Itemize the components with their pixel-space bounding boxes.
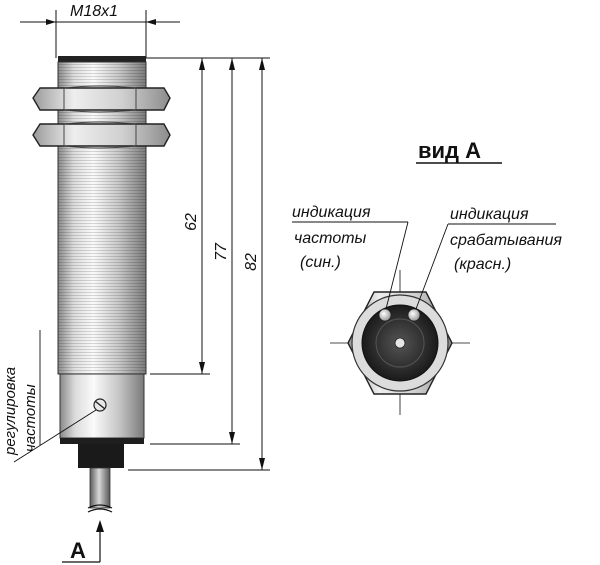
- thread-dimension: M18x1: [20, 3, 180, 58]
- length-dimensions: 62 77 82: [128, 57, 270, 471]
- freq-indication-callout: индикация частоты (син.): [292, 204, 409, 310]
- dim-82-label: 82: [243, 253, 260, 271]
- freq-label-line3: (син.): [300, 254, 341, 271]
- view-a-marker: А: [62, 520, 104, 563]
- nut-upper: [32, 85, 171, 113]
- trigger-label-line3: (красн.): [454, 256, 511, 273]
- trigger-led-icon: [407, 308, 421, 322]
- view-a-title-text: вид А: [418, 138, 481, 163]
- center-screw-icon: [394, 337, 406, 349]
- trigger-label-line2: срабатывания: [450, 232, 562, 249]
- end-band: [60, 438, 144, 444]
- adjust-label-line2: частоты: [22, 384, 39, 452]
- view-a-title: вид А: [416, 138, 502, 164]
- freq-label-line1: индикация: [292, 204, 371, 221]
- adjust-callout: регулировка частоты: [2, 330, 97, 463]
- view-a-marker-label: А: [70, 538, 86, 563]
- end-view: [330, 270, 470, 415]
- freq-led-icon: [378, 308, 392, 322]
- adjust-label-line1: регулировка: [2, 367, 19, 456]
- sensor-top-cap: [58, 56, 146, 62]
- thread-label: M18x1: [70, 3, 118, 20]
- thread-pattern: [58, 62, 146, 374]
- nut-lower: [32, 121, 171, 149]
- sensor-body: [32, 56, 171, 513]
- dim-77-label: 77: [213, 242, 230, 261]
- dim-62-label: 62: [183, 213, 200, 231]
- cable: [89, 467, 111, 509]
- freq-label-line2: частоты: [294, 230, 367, 247]
- trigger-indication-callout: индикация срабатывания (красн.): [415, 206, 562, 310]
- cable-gland: [78, 444, 124, 468]
- adjust-screw-icon: [93, 398, 107, 412]
- trigger-label-line1: индикация: [450, 206, 529, 223]
